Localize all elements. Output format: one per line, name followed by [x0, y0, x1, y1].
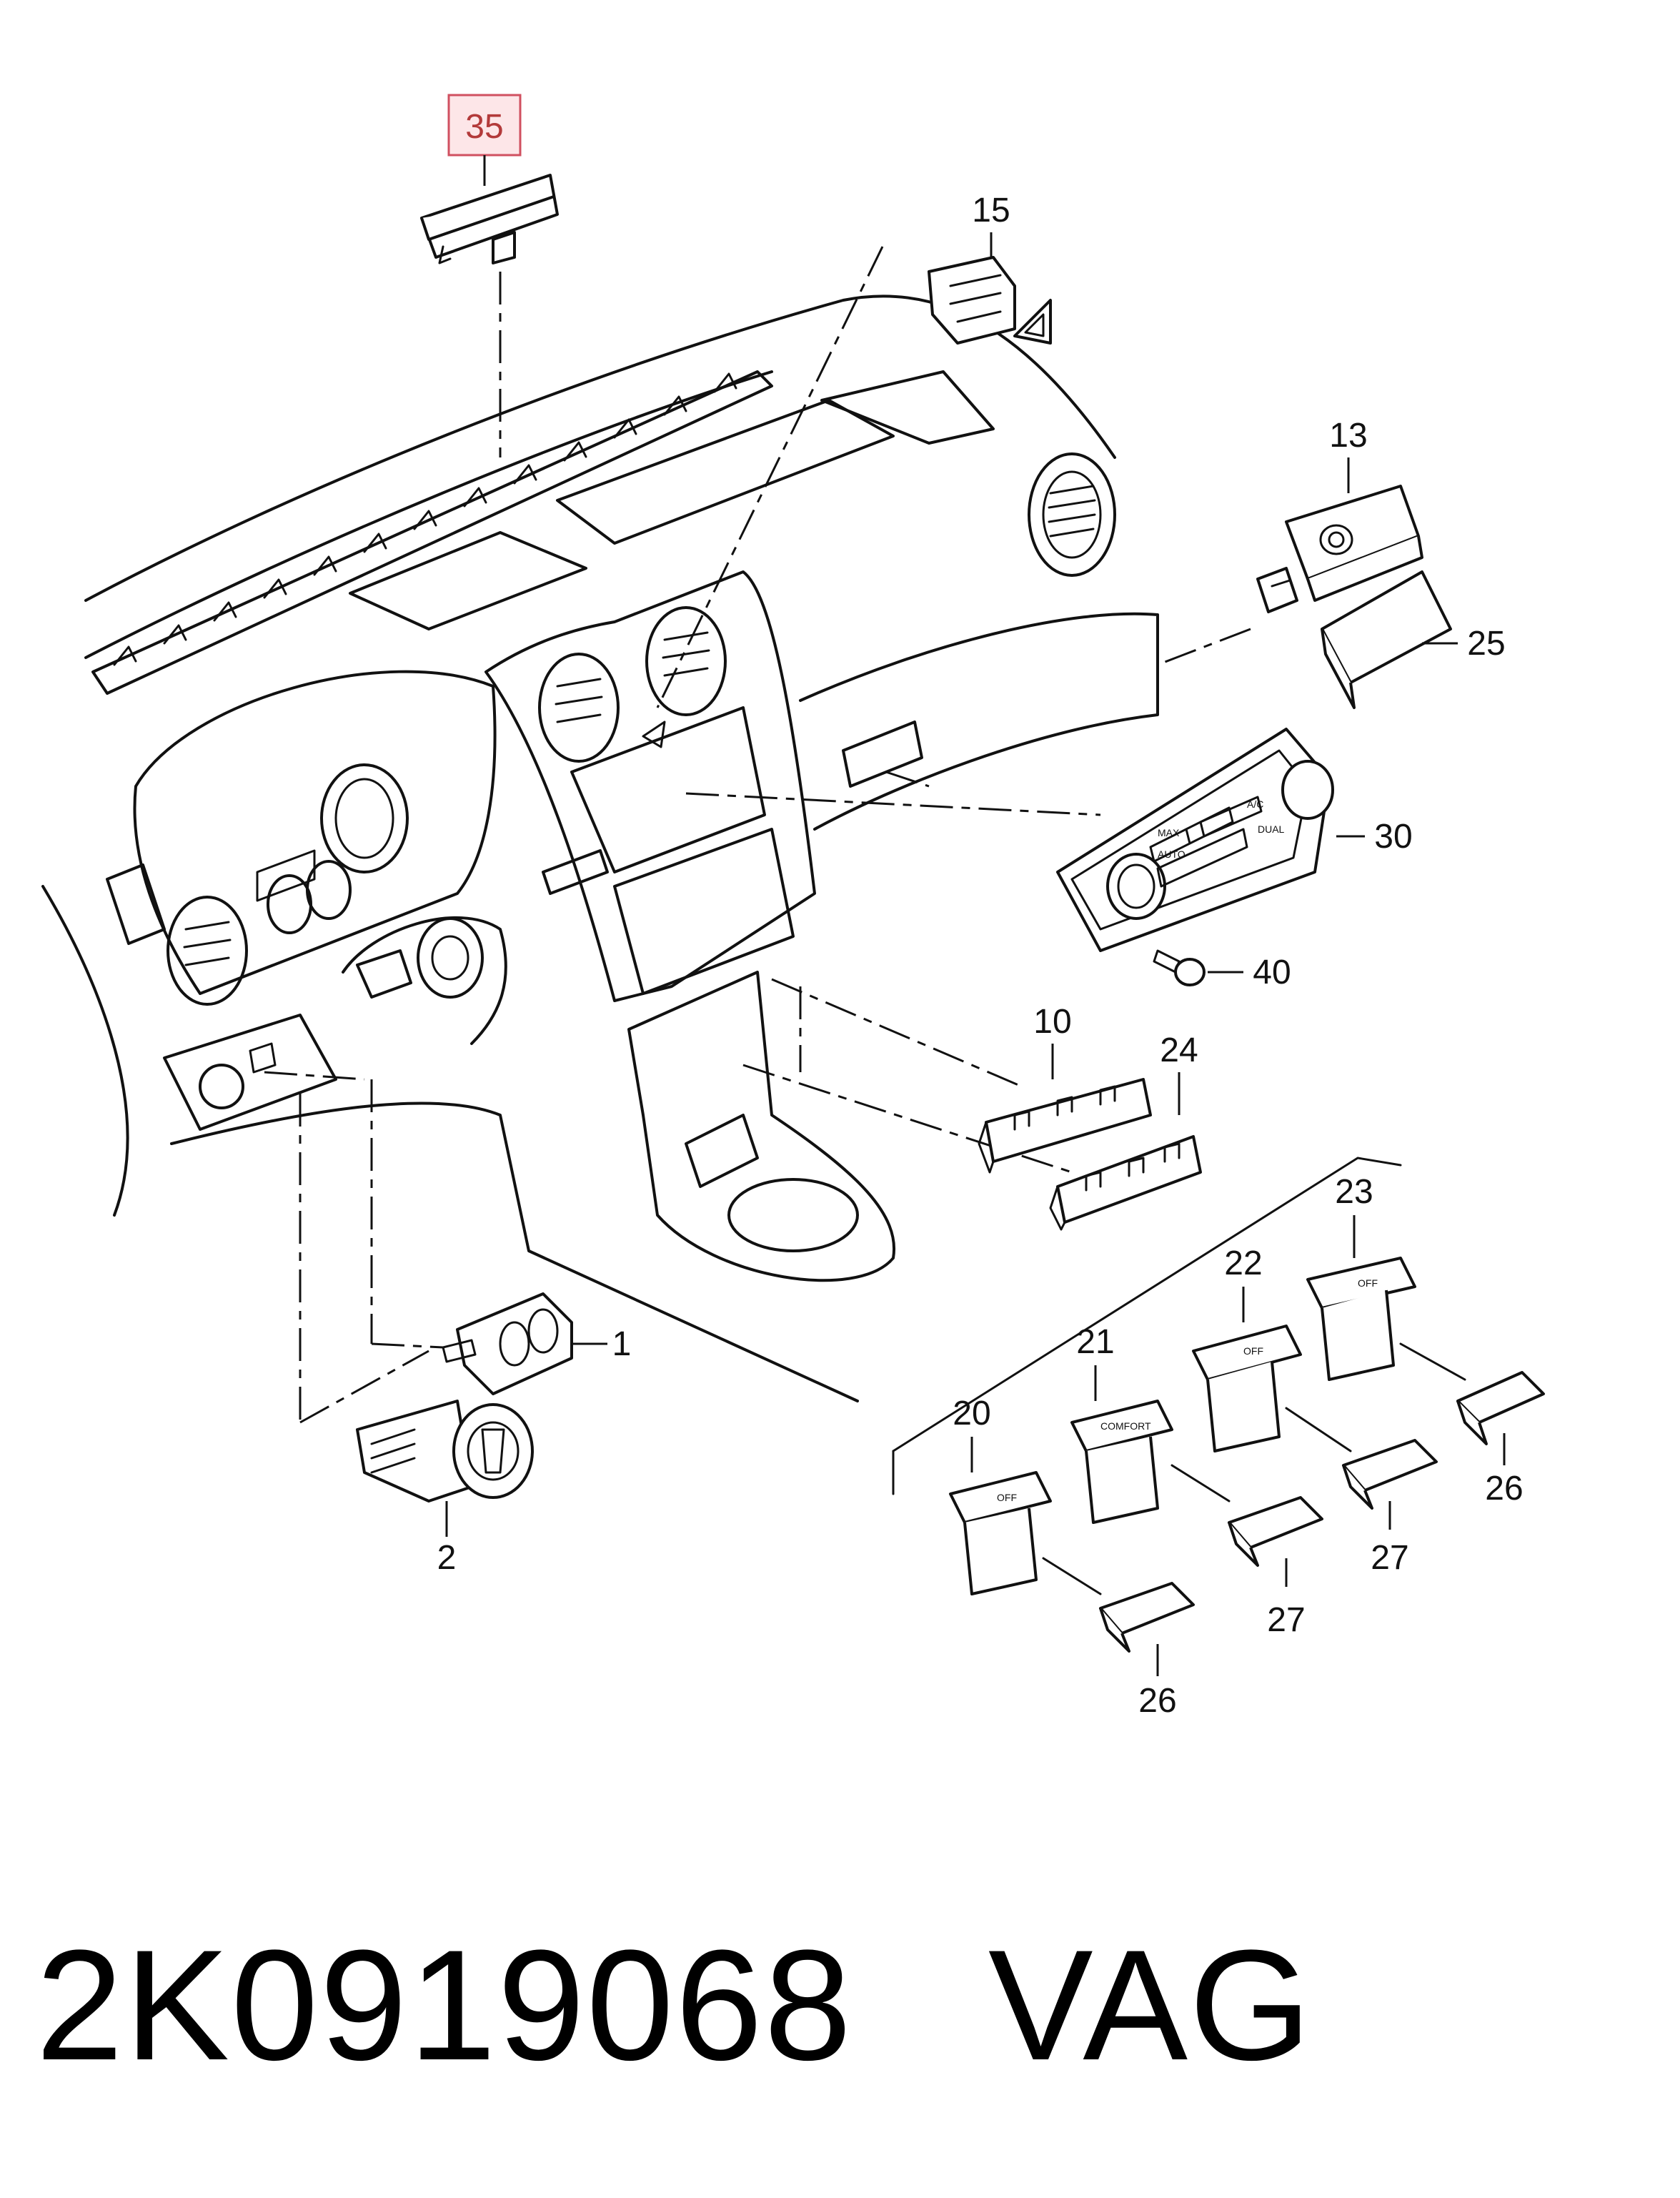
callout-13: 13	[1329, 417, 1367, 455]
cap-27-lower: 27	[1170, 1464, 1323, 1639]
leader-lines	[264, 246, 1402, 1495]
callout-27-lower: 27	[1267, 1601, 1305, 1639]
callout-40: 40	[1253, 954, 1291, 991]
part-1-switch: 1	[442, 1292, 632, 1395]
switch-20-marking: OFF	[997, 1492, 1017, 1503]
cap-27-upper: 27	[1285, 1407, 1438, 1577]
hvac-ac-marking: A/C	[1247, 798, 1263, 810]
part-number: 2K0919068	[36, 1917, 853, 2093]
callout-26-upper: 26	[1485, 1470, 1523, 1508]
part-number-caption: 2K0919068 VAG	[36, 1912, 1313, 2098]
part-40-screw: 40	[1153, 949, 1291, 991]
part-13-switch: 13	[1256, 417, 1423, 613]
callout-22: 22	[1224, 1244, 1262, 1282]
part-10-connector: 10	[978, 1003, 1152, 1174]
callout-21: 21	[1076, 1323, 1114, 1361]
part-15-hazard-switch: 15	[928, 192, 1052, 345]
callout-35: 35	[465, 108, 503, 146]
callout-25: 25	[1467, 625, 1505, 663]
hvac-dual-marking: DUAL	[1258, 823, 1285, 835]
switch-22: 22 OFF	[1192, 1244, 1302, 1452]
switch-23: 23 OFF	[1306, 1173, 1416, 1381]
callout-30: 30	[1374, 818, 1412, 856]
callout-2: 2	[437, 1539, 457, 1577]
caption-gap	[853, 1917, 988, 2093]
switch-20: 20 OFF	[949, 1395, 1052, 1595]
hvac-auto-marking: AUTO	[1158, 848, 1186, 860]
callout-15: 15	[972, 192, 1010, 229]
dashboard-illustration	[41, 294, 1159, 1402]
switch-23-marking: OFF	[1358, 1277, 1378, 1289]
cap-26-upper: 26	[1399, 1342, 1545, 1508]
brand-name: VAG	[988, 1917, 1313, 2093]
part-2-light-switch: 2	[356, 1400, 534, 1577]
cap-26-lower: 26	[1042, 1557, 1195, 1720]
callout-26-lower: 26	[1138, 1682, 1176, 1720]
part-24-connector: 24	[1049, 1031, 1202, 1231]
callout-35-box	[447, 94, 522, 157]
callout-20: 20	[953, 1395, 990, 1432]
part-25-blank-cover: 25	[1321, 570, 1506, 709]
switch-22-marking: OFF	[1243, 1345, 1263, 1357]
part-35-group: 35	[420, 94, 559, 264]
switch-21-marking: COMFORT	[1100, 1420, 1151, 1432]
callout-1: 1	[612, 1325, 632, 1363]
callout-23: 23	[1335, 1173, 1373, 1211]
hvac-max-marking: MAX	[1158, 827, 1180, 838]
callout-10: 10	[1033, 1003, 1071, 1041]
callout-27-upper: 27	[1371, 1539, 1408, 1577]
callout-24: 24	[1160, 1031, 1198, 1069]
switch-21: 21 COMFORT	[1070, 1323, 1173, 1524]
part-30-climate-control: AUTO A/C DUAL MAX 30	[1056, 728, 1413, 952]
